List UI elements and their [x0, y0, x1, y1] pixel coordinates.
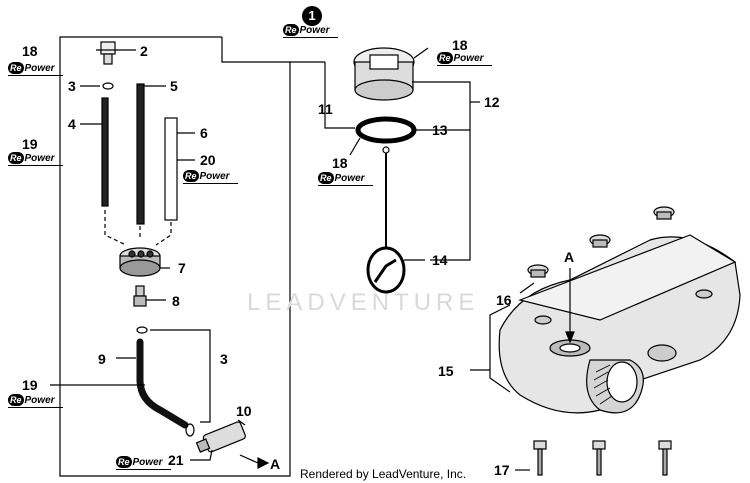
callout-11: 11	[318, 101, 333, 117]
callout-3: 3	[68, 78, 76, 94]
callout-9: 9	[98, 351, 106, 367]
part-grommet-16b	[589, 234, 611, 248]
part-oring-3b	[136, 326, 148, 334]
callout-8: 8	[172, 293, 180, 309]
part-oring-3a	[102, 82, 114, 90]
callout-a-filter: A	[270, 456, 281, 472]
part-fuel-tank-15	[498, 234, 741, 414]
repower-badge-1: 1	[302, 6, 322, 26]
callout-14: 14	[432, 252, 448, 268]
callout-18: 18	[332, 155, 348, 171]
callout-16: 16	[496, 292, 512, 308]
callout-3: 3	[220, 351, 228, 367]
callout-10: 10	[236, 403, 252, 419]
group-bracket-left	[59, 36, 291, 477]
part-oring-small	[185, 423, 195, 437]
callout-21: 21	[168, 452, 184, 468]
callout-19: 19	[22, 136, 38, 152]
callout-12: 12	[484, 94, 500, 110]
part-grommet-7	[119, 247, 170, 277]
part-tube-4	[101, 97, 109, 207]
watermark: LEADVENTURE	[247, 289, 480, 316]
callout-7: 7	[178, 260, 186, 276]
part-tube-5	[136, 83, 145, 225]
callout-18: 18	[22, 43, 38, 59]
part-screw-17b	[592, 440, 606, 476]
callout-6: 6	[200, 125, 208, 141]
part-filter-10	[195, 421, 246, 453]
part-gasket-13	[355, 116, 417, 144]
part-fitting-8	[133, 285, 166, 307]
callout-13: 13	[432, 122, 448, 138]
part-fuel-cap	[353, 47, 429, 101]
callout-15: 15	[438, 363, 454, 379]
part-grommet-16c	[653, 206, 675, 220]
callout-20: 20	[200, 152, 216, 168]
part-screw-17c	[658, 440, 672, 476]
part-hose-9	[136, 338, 189, 429]
part-leash-ring-14	[366, 246, 406, 294]
part-fitting-2	[96, 41, 136, 65]
callout-5: 5	[170, 78, 178, 94]
callout-2: 2	[140, 43, 148, 59]
callout-4: 4	[68, 116, 76, 132]
part-screw-17a	[533, 440, 547, 476]
footer-credit: Rendered by LeadVenture, Inc.	[300, 467, 467, 481]
part-tube-6	[164, 117, 178, 221]
callout-17: 17	[494, 462, 510, 478]
callout-18: 18	[452, 37, 468, 53]
callout-a-tank: A	[564, 249, 575, 265]
callout-19: 19	[22, 377, 38, 393]
leader-11	[324, 62, 355, 129]
part-grommet-16a	[527, 264, 549, 278]
